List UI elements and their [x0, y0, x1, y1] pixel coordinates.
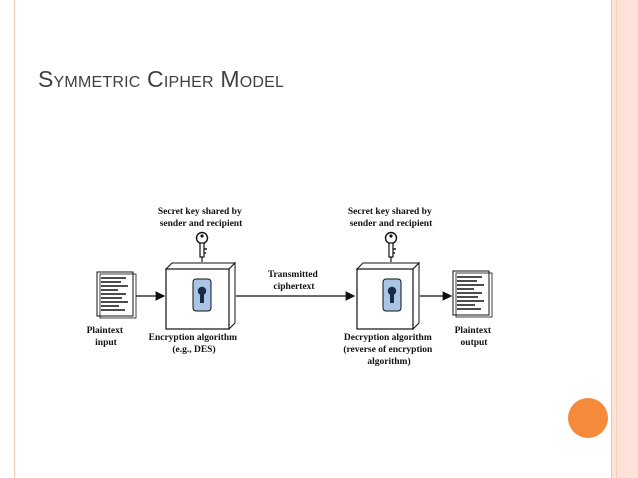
- secret-key-left-icon: [195, 231, 209, 258]
- plaintext-input-label: Plaintext input: [87, 326, 126, 348]
- transmitted-ciphertext-label: Transmitted ciphertext: [268, 270, 320, 292]
- secret-key-right-icon: [384, 231, 398, 258]
- slide-frame-right: [611, 0, 638, 478]
- decryption-lock-icon: [382, 278, 402, 312]
- key-left-label: Secret key shared by sender and recipien…: [158, 207, 244, 229]
- slide-frame-stripe: [616, 0, 617, 478]
- slide-title: Symmetric Cipher Model: [38, 66, 285, 92]
- plaintext-input-document-icon: [96, 271, 137, 319]
- encryption-lock-icon: [192, 278, 212, 312]
- key-right-label: Secret key shared by sender and recipien…: [348, 207, 434, 229]
- plaintext-output-label: Plaintext output: [455, 326, 494, 348]
- plaintext-output-document-icon: [452, 270, 493, 318]
- decorative-orange-circle: [568, 398, 608, 438]
- encryption-algorithm-label: Encryption algorithm (e.g., DES): [149, 333, 240, 355]
- decryption-algorithm-label: Decryption algorithm (reverse of encrypt…: [343, 333, 434, 367]
- slide-frame-left: [0, 0, 15, 478]
